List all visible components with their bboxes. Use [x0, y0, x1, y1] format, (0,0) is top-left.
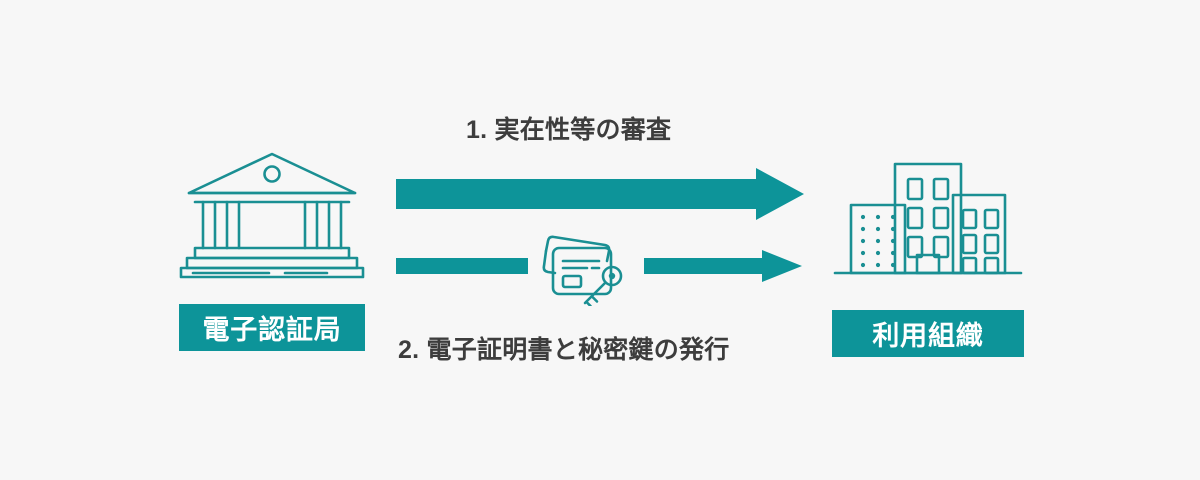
node-label-certificate-authority: 電子認証局 — [179, 304, 365, 351]
flow-arrow-2-head — [644, 250, 802, 282]
flow-arrow-1 — [396, 168, 804, 220]
node-certificate-authority: 電子認証局 — [168, 150, 376, 351]
flow-label-2: 2. 電子証明書と秘密鍵の発行 — [398, 336, 730, 364]
flow-label-1: 1. 実在性等の審査 — [466, 116, 672, 144]
node-using-organization: 利用組織 — [828, 155, 1028, 357]
certificate-key-icon — [535, 228, 635, 311]
office-buildings-icon — [833, 155, 1023, 288]
bank-building-icon — [177, 150, 367, 285]
flow-arrow-2-segment — [396, 258, 528, 274]
node-label-using-organization: 利用組織 — [832, 310, 1024, 357]
